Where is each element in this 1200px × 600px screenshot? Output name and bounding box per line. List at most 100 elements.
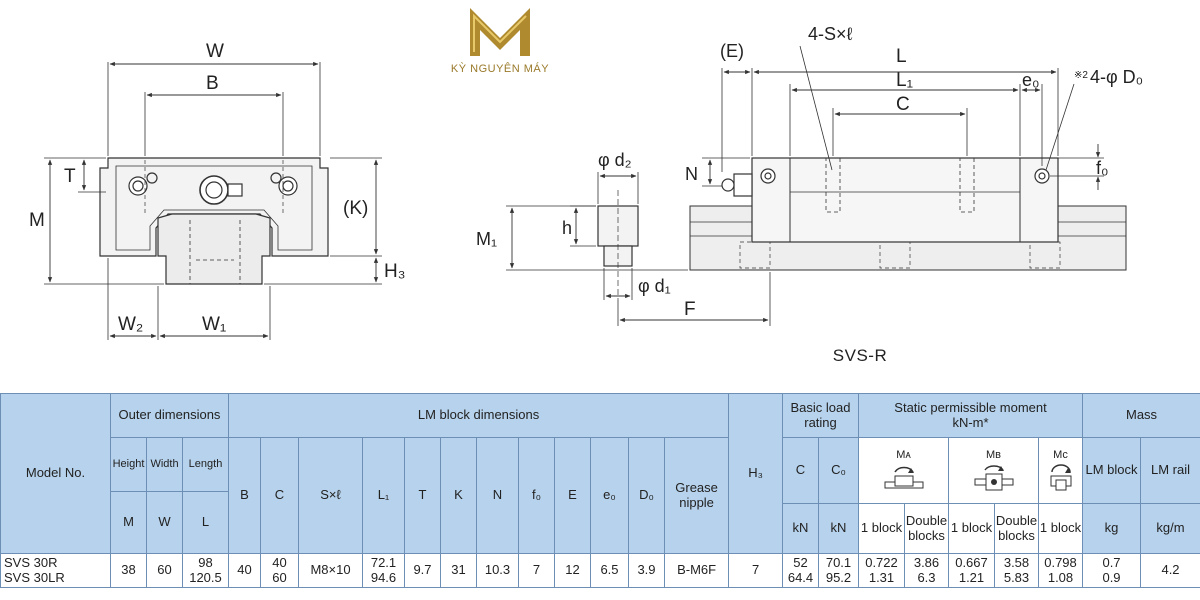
drawing-svg: W B T M (K) H₃ W₂ W₁ — [29, 24, 1143, 340]
dim-L: L — [896, 46, 907, 67]
cell-grease: B-M6F — [663, 553, 730, 588]
dim-M: M — [29, 210, 45, 231]
brand-logo-mark — [470, 8, 530, 56]
col-T: T — [404, 437, 441, 554]
subhead-width: Width — [146, 437, 183, 492]
dim-d1: φ d₁ — [638, 276, 671, 296]
col-C-load: C — [782, 437, 819, 504]
dim-f0: f₀ — [1096, 158, 1108, 178]
cell-T: 9.7 — [404, 553, 441, 588]
moment-MB-icon — [974, 465, 1013, 491]
col-lm-block: LM block — [1082, 437, 1142, 504]
dim-F: F — [684, 299, 696, 320]
subhead-height: Height — [110, 437, 147, 492]
dim-e0: e₀ — [1022, 70, 1039, 90]
dim-H3: H₃ — [384, 261, 405, 282]
cell-H3: 7 — [728, 553, 784, 588]
unit-C0: kN — [818, 503, 859, 554]
dim-D0: 4-φ D₀ — [1090, 67, 1143, 87]
cell-S: M8×10 — [298, 553, 363, 588]
cell-N: 10.3 — [476, 553, 519, 588]
technical-drawing: W B T M (K) H₃ W₂ W₁ — [29, 24, 1143, 340]
cell-E: 12 — [554, 553, 591, 588]
dim-E: (E) — [720, 41, 744, 61]
dim-T: T — [64, 166, 76, 187]
subhead-length: Length — [182, 437, 229, 492]
col-B: B — [228, 437, 261, 554]
unit-MB-one: 1 block — [948, 503, 995, 554]
brand-logo: KỲ NGUYÊN MÁY — [430, 2, 570, 75]
moment-MC: Mᴄ — [1037, 437, 1084, 504]
lm-block-dimensions-header: LM block dimensions — [227, 393, 730, 438]
load-moment-table: Basic load rating Static permissible mom… — [782, 393, 1200, 588]
col-S: S×ℓ — [298, 437, 363, 554]
cell-D0: 3.9 — [628, 553, 665, 588]
col-D0: D₀ — [628, 437, 665, 554]
col-f0: f₀ — [518, 437, 555, 554]
col-K: K — [440, 437, 477, 554]
col-e0: e₀ — [590, 437, 629, 554]
unit-rail-kgm: kg/m — [1140, 503, 1200, 554]
col-N: N — [476, 437, 519, 554]
col-L: L — [182, 491, 229, 554]
unit-MA-one: 1 block — [858, 503, 905, 554]
dim-D0-mark: ※2 — [1074, 70, 1088, 81]
unit-MB-double: Double blocks — [994, 503, 1039, 554]
dim-C: C — [896, 94, 910, 115]
side-view — [506, 45, 1127, 326]
drawing-caption: SVS-R — [832, 346, 888, 365]
basic-load-header: Basic load rating — [782, 393, 859, 438]
col-E: E — [554, 437, 591, 554]
col-L1: L₁ — [362, 437, 405, 554]
dim-d2: φ d₂ — [598, 150, 632, 170]
dim-K: (K) — [343, 198, 368, 219]
lm-block-table: Model No. Outer dimensions LM block dime… — [0, 393, 784, 588]
outer-dimensions-header: Outer dimensions — [110, 393, 229, 438]
cell-K: 31 — [440, 553, 477, 588]
col-M: M — [110, 491, 147, 554]
moment-MB: Mʙ — [948, 437, 1039, 504]
col-C0-load: C₀ — [818, 437, 859, 504]
moment-MC-icon — [1050, 464, 1071, 491]
dim-M1: M₁ — [476, 229, 497, 249]
col-C: C — [260, 437, 299, 554]
brand-name: KỲ NGUYÊN MÁY — [450, 63, 550, 75]
unit-C: kN — [782, 503, 819, 554]
col-W: W — [146, 491, 183, 554]
col-H3: H₃ — [728, 393, 784, 554]
dim-N: N — [685, 164, 698, 184]
dim-h: h — [562, 218, 572, 238]
dim-W2: W₂ — [118, 314, 143, 335]
cell-f0: 7 — [518, 553, 555, 588]
cell-e0: 6.5 — [590, 553, 629, 588]
cell-W: 60 — [146, 553, 183, 588]
unit-MA-double: Double blocks — [904, 503, 949, 554]
cell-rail-mass: 4.2 — [1140, 553, 1200, 588]
model-header: Model No. — [0, 393, 111, 554]
col-lm-rail: LM rail — [1140, 437, 1200, 504]
dim-L1: L₁ — [896, 70, 913, 91]
cell-B: 40 — [228, 553, 261, 588]
unit-MC-one: 1 block — [1037, 503, 1084, 554]
moment-MA: Mᴀ — [858, 437, 949, 504]
dim-B: B — [206, 73, 219, 94]
unit-block-kg: kg — [1082, 503, 1142, 554]
dim-hole: 4-S×ℓ — [808, 24, 853, 44]
mass-header: Mass — [1082, 393, 1200, 438]
grease-nipple-header: Grease nipple — [663, 437, 730, 554]
